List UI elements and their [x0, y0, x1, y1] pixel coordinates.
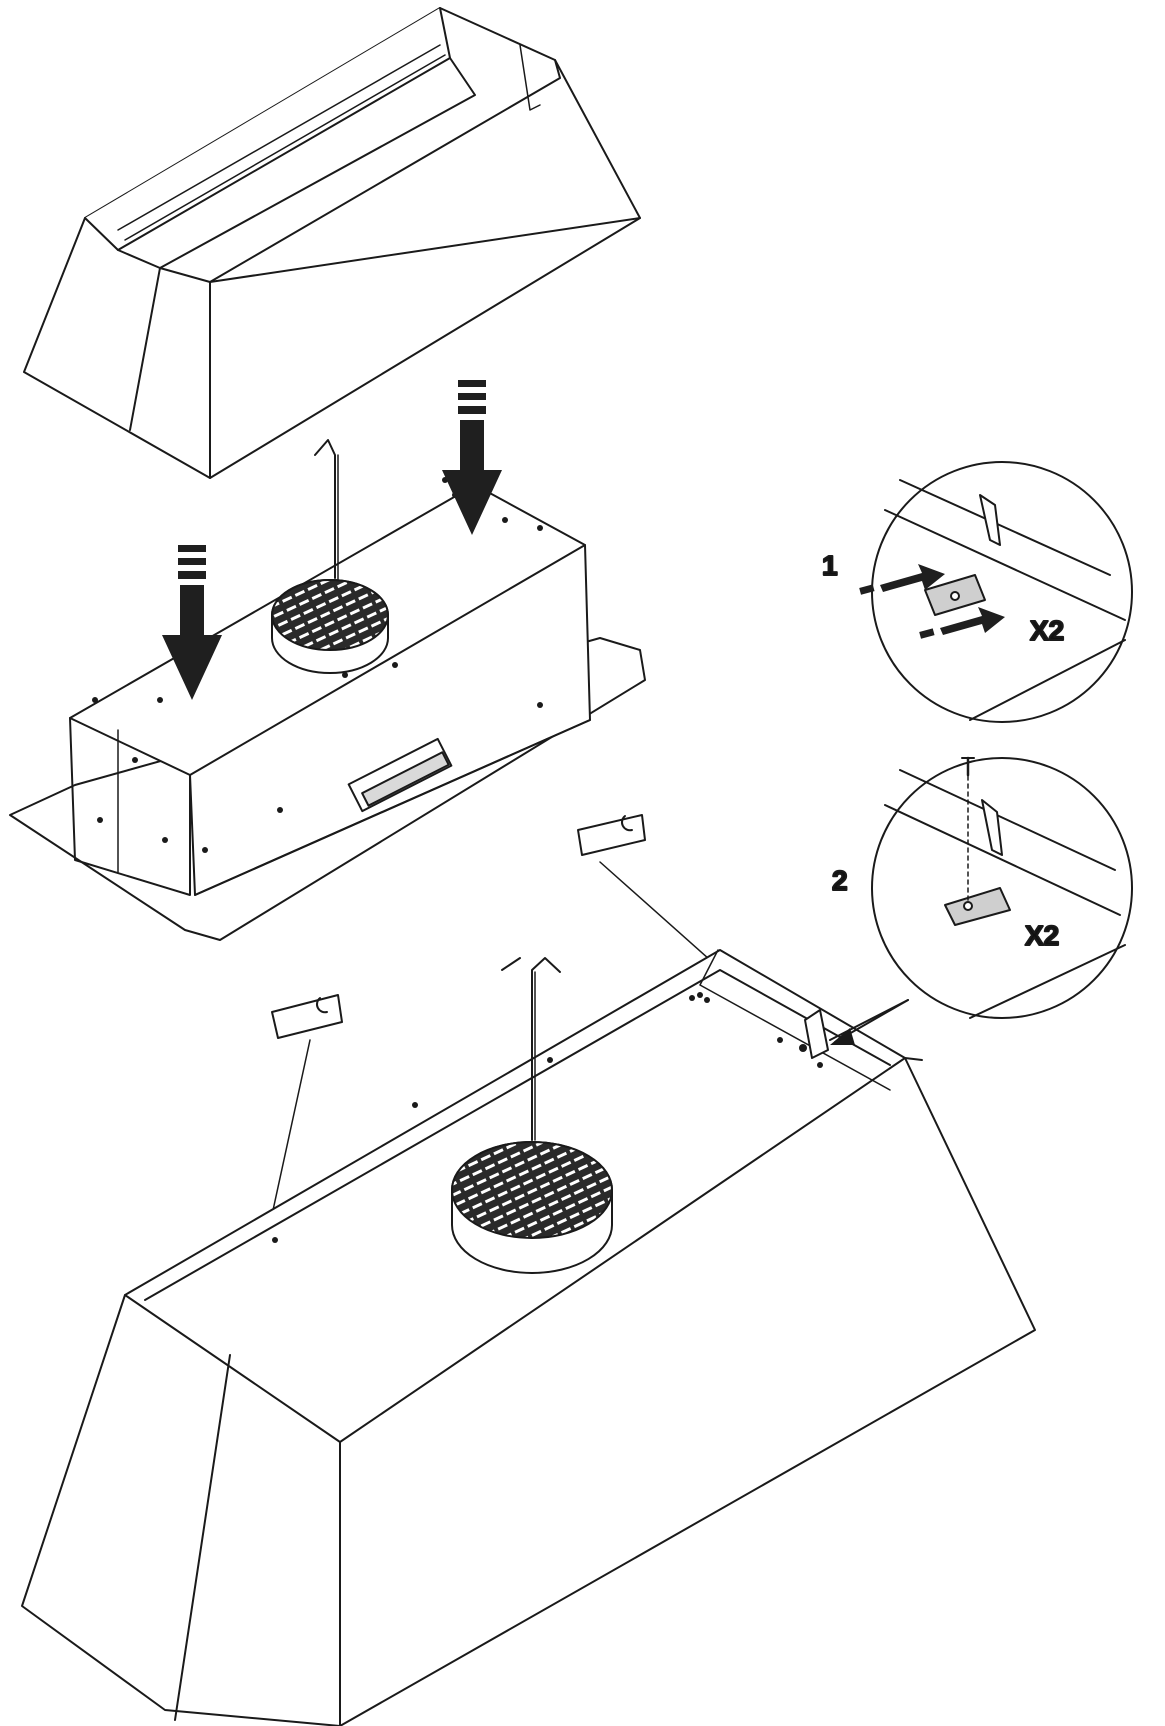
down-arrow-left — [162, 545, 222, 700]
down-arrow-right — [442, 380, 502, 535]
step-2-quantity: X2 — [1025, 920, 1059, 951]
detail-circle-2 — [829, 756, 1133, 1041]
bracket-plate-left — [271, 994, 343, 1039]
lower-hood-body — [21, 949, 1036, 1726]
slide-in-arrow-lower — [919, 607, 1005, 639]
detail-circle-1 — [871, 461, 1133, 723]
motor-housing — [9, 439, 646, 941]
screw-icon — [961, 756, 975, 777]
upper-chimney-cover — [23, 7, 641, 479]
side-bracket — [347, 737, 453, 813]
slide-in-arrow-upper — [859, 564, 945, 595]
step-1-quantity: X2 — [1030, 615, 1064, 646]
bracket-plate-right — [577, 814, 646, 856]
hood-fan-grille — [451, 1141, 613, 1274]
motor-fan-grille — [271, 579, 389, 674]
detail-pointer-arrow — [830, 999, 909, 1045]
step-2-number: 2 — [832, 865, 848, 896]
hood-fixing-tab — [804, 1009, 829, 1059]
step-1-number: 1 — [822, 550, 838, 581]
